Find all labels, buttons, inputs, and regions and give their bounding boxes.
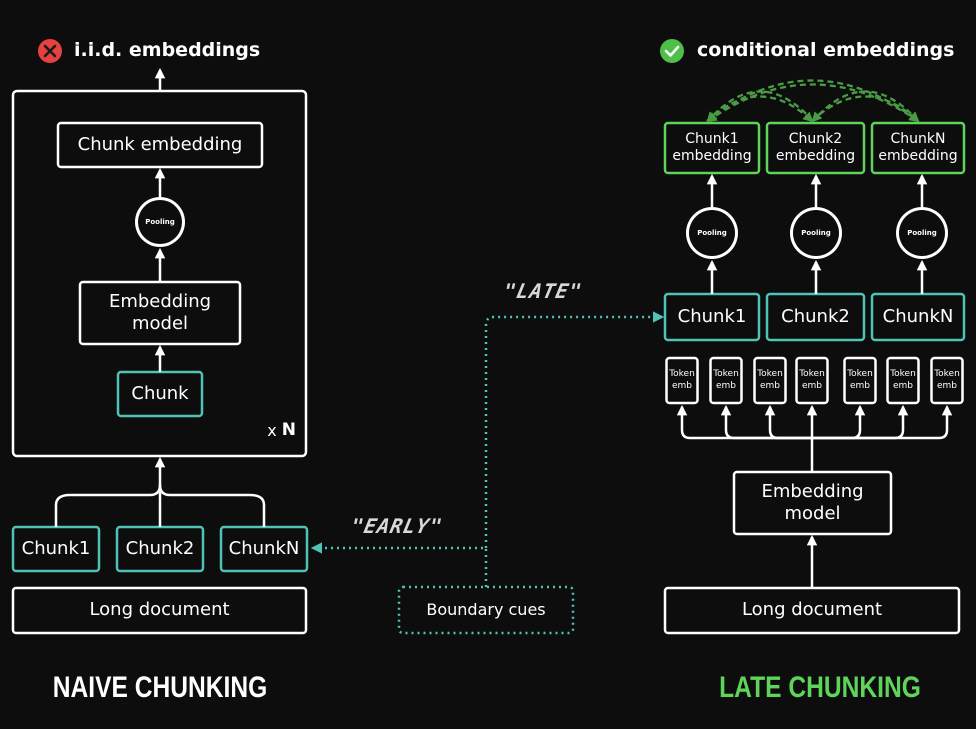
naive-title: NAIVE CHUNKING bbox=[52, 671, 268, 705]
naive-chunk-embedding-label: Chunk embedding bbox=[77, 133, 243, 155]
naive-pooling-label: Pooling bbox=[145, 217, 175, 226]
late-pooling-circles bbox=[686, 207, 948, 259]
token-emb-box bbox=[930, 356, 964, 405]
token-emb-box bbox=[886, 356, 920, 405]
late-chunk1-embedding-label: Chunk1 embedding bbox=[672, 130, 752, 165]
late-pooling-label-3: Pooling bbox=[907, 228, 937, 237]
late-chunk2-label: Chunk2 bbox=[781, 305, 850, 327]
check-circle-icon bbox=[660, 39, 684, 63]
naive-arrows bbox=[54, 67, 266, 527]
token-emb-label: Token emb bbox=[799, 368, 825, 391]
naive-header: i.i.d. embeddings bbox=[74, 39, 261, 62]
token-emb-box bbox=[795, 356, 829, 405]
late-header: conditional embeddings bbox=[697, 39, 955, 62]
naive-chunk1-label: Chunk1 bbox=[21, 537, 91, 559]
late-chunkn-box bbox=[870, 292, 966, 342]
late-title: LATE CHUNKING bbox=[719, 671, 921, 705]
token-emb-box bbox=[665, 356, 699, 405]
token-arrow bbox=[720, 404, 812, 440]
token-arrow bbox=[812, 404, 953, 440]
late-chunk1-label: Chunk1 bbox=[677, 305, 747, 327]
token-arrows bbox=[676, 404, 953, 440]
token-arrow bbox=[676, 404, 812, 440]
naive-chunk-label: Chunk bbox=[131, 382, 189, 404]
late-chunkn-label: ChunkN bbox=[882, 305, 954, 327]
token-emb-label: Token emb bbox=[713, 368, 739, 391]
token-emb-label: Token emb bbox=[934, 368, 960, 391]
token-emb-label: Token emb bbox=[847, 368, 873, 391]
late-chunkn-embedding-label: ChunkN embedding bbox=[878, 130, 958, 165]
boundary-cues-label: Boundary cues bbox=[426, 600, 546, 619]
token-emb-label: Token emb bbox=[757, 368, 783, 391]
token-emb-label: Token emb bbox=[890, 368, 916, 391]
repeat-n: N bbox=[281, 420, 296, 441]
late-label: "LATE" bbox=[501, 278, 585, 303]
late-connector bbox=[484, 311, 665, 548]
repeat-prefix: x bbox=[267, 421, 277, 440]
naive-long-document-label: Long document bbox=[89, 599, 230, 621]
late-pooling-label-2: Pooling bbox=[801, 228, 831, 237]
conditional-links bbox=[706, 79, 920, 123]
token-arrow bbox=[812, 404, 909, 440]
late-pooling-label-1: Pooling bbox=[697, 228, 727, 237]
late-chunk1-embedding-box bbox=[663, 121, 761, 175]
naive-embedding-model-label: Embedding model bbox=[108, 290, 212, 335]
token-emb-label: Token emb bbox=[669, 368, 695, 391]
late-chunk2-embedding-box bbox=[765, 121, 866, 175]
token-emb-box bbox=[753, 356, 787, 405]
token-emb-box bbox=[843, 356, 877, 405]
token-emb-box bbox=[709, 356, 743, 405]
token-arrow bbox=[764, 404, 812, 440]
late-arrows bbox=[706, 173, 928, 588]
token-arrow bbox=[812, 404, 866, 440]
late-long-document-label: Long document bbox=[741, 599, 883, 621]
x-circle-icon bbox=[38, 39, 62, 63]
early-connector bbox=[310, 542, 488, 587]
late-chunk2-embedding-label: Chunk2 embedding bbox=[775, 130, 856, 165]
naive-chunk2-label: Chunk2 bbox=[125, 537, 195, 559]
naive-long-document-box bbox=[11, 586, 308, 635]
late-embedding-model-label: Embedding model bbox=[761, 480, 864, 525]
early-label: "EARLY" bbox=[348, 513, 446, 538]
naive-chunkn-label: ChunkN bbox=[228, 537, 300, 559]
token-box-group bbox=[665, 356, 964, 405]
late-chunkn-embedding-box bbox=[870, 121, 966, 175]
naive-chunk-embedding-box bbox=[56, 121, 264, 169]
